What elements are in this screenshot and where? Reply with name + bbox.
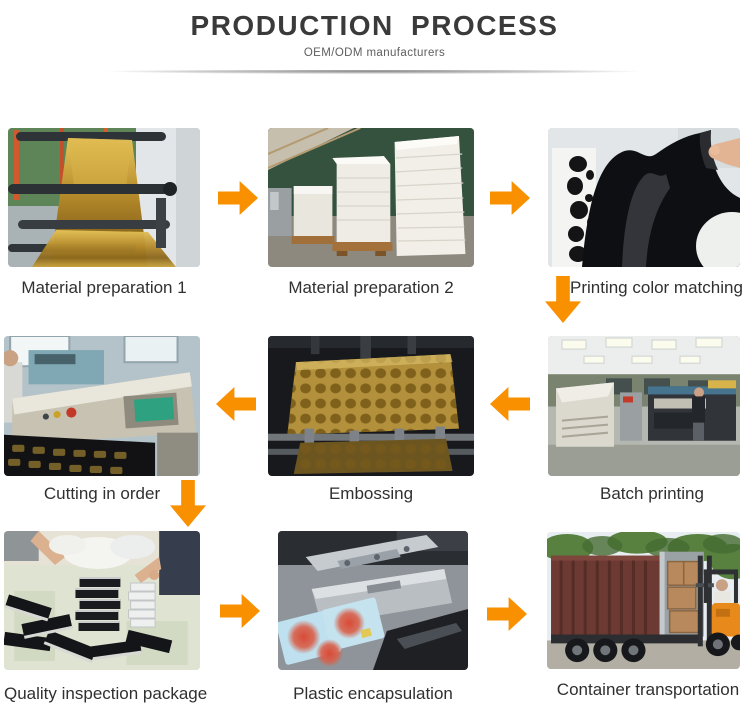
caption-printing-color-matching: Printing color matching bbox=[570, 278, 743, 297]
photo-embossing bbox=[268, 336, 474, 476]
caption-batch-printing: Batch printing bbox=[600, 484, 704, 503]
caption-plastic-encapsulation: Plastic encapsulation bbox=[293, 684, 453, 703]
flow-arrow-right-2 bbox=[490, 181, 530, 215]
caption-material-preparation-2: Material preparation 2 bbox=[288, 278, 454, 297]
photo-batch-printing bbox=[548, 336, 740, 476]
header: PRODUCTION PROCESS OEM/ODM manufacturers bbox=[0, 10, 749, 59]
flow-arrow-right-1 bbox=[218, 181, 258, 215]
caption-quality-inspection-package: Quality inspection package bbox=[4, 684, 208, 703]
photo-plastic-encapsulation bbox=[278, 531, 468, 670]
photo-material-preparation-1 bbox=[8, 128, 200, 267]
photo-quality-inspection-package bbox=[4, 531, 200, 670]
caption-cutting-in-order: Cutting in order bbox=[43, 484, 161, 503]
page-subtitle: OEM/ODM manufacturers bbox=[303, 47, 446, 59]
caption-container-transportation: Container transportation bbox=[556, 680, 740, 699]
flow-arrow-left-1 bbox=[490, 387, 530, 421]
page-title: PRODUCTION PROCESS bbox=[190, 10, 559, 41]
photo-material-preparation-2 bbox=[268, 128, 474, 267]
photo-cutting-in-order bbox=[4, 336, 200, 476]
flow-arrow-left-2 bbox=[216, 387, 256, 421]
flow-arrow-right-4 bbox=[487, 597, 527, 631]
photo-container-transportation bbox=[547, 532, 740, 669]
flow-arrow-right-3 bbox=[220, 594, 260, 628]
caption-embossing: Embossing bbox=[328, 484, 414, 503]
header-divider bbox=[44, 70, 704, 74]
caption-material-preparation-1: Material preparation 1 bbox=[21, 278, 187, 297]
photo-printing-color-matching bbox=[548, 128, 740, 267]
